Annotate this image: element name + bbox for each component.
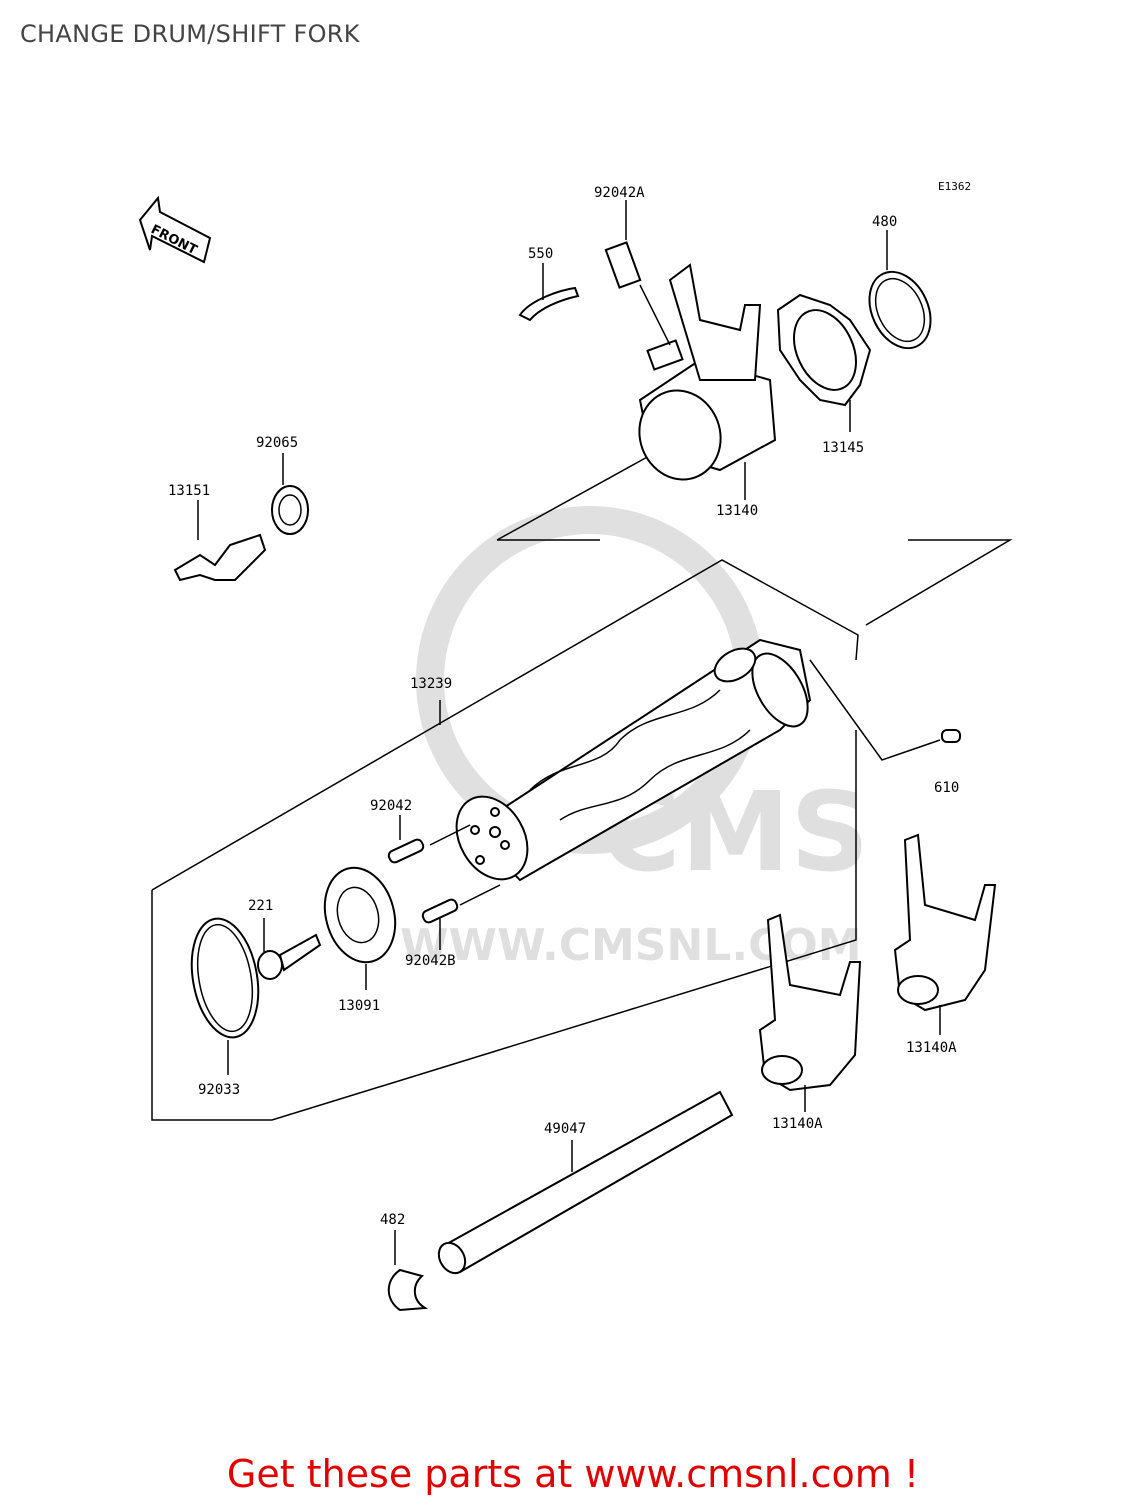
shaft-49047 [437,1090,734,1275]
cta-prefix: Get these parts at [226,1452,585,1496]
part-label: 13091 [338,998,380,1014]
page-title: CHANGE DRUM/SHIFT FORK [20,20,360,48]
part-label: 13140 [716,503,758,519]
ring-92033 [190,917,260,1075]
part-label: 49047 [544,1121,586,1137]
switch-13151 [173,500,267,582]
part-label: 92065 [256,435,298,451]
part-label: 482 [380,1212,405,1228]
pins-92042 [387,815,501,950]
part-label: 550 [528,246,553,262]
part-label: 13140A [772,1116,823,1132]
cta-link[interactable]: www.cmsnl.com [584,1452,892,1496]
part-label: 92042 [370,798,412,814]
part-label: 221 [248,898,273,914]
cta-suffix: ! [891,1452,920,1496]
shift-fork-13140a-middle [758,913,862,1112]
part-label: 92033 [198,1082,240,1098]
part-label: 13239 [410,676,452,692]
cotter-pin-550 [518,263,580,322]
screw-221 [257,918,322,980]
shift-fork-13140 [638,263,777,481]
part-label: 13140A [906,1040,957,1056]
plate-13145 [776,293,872,432]
front-arrow-icon: FRONT [138,195,212,264]
diagram-code: E1362 [938,180,971,193]
cta-banner: Get these parts at www.cmsnl.com ! [0,1452,1146,1496]
assembly-outline [151,559,859,891]
watermark-url: WWW.CMSNL.COM [400,920,862,971]
shift-fork-13140a-right [893,833,997,1035]
eclip-482 [387,1230,429,1312]
part-label: 92042A [594,185,645,201]
pin-92042a [604,200,671,346]
part-label: 13151 [168,483,210,499]
washer-92065 [271,453,309,535]
part-label: 480 [872,214,897,230]
shift-drum [455,638,812,882]
plate-13091 [323,866,397,990]
pin-610 [809,659,961,761]
part-label: 92042B [405,953,456,969]
circlip-480 [868,230,932,350]
part-label: 13145 [822,440,864,456]
part-label: 610 [934,780,959,796]
